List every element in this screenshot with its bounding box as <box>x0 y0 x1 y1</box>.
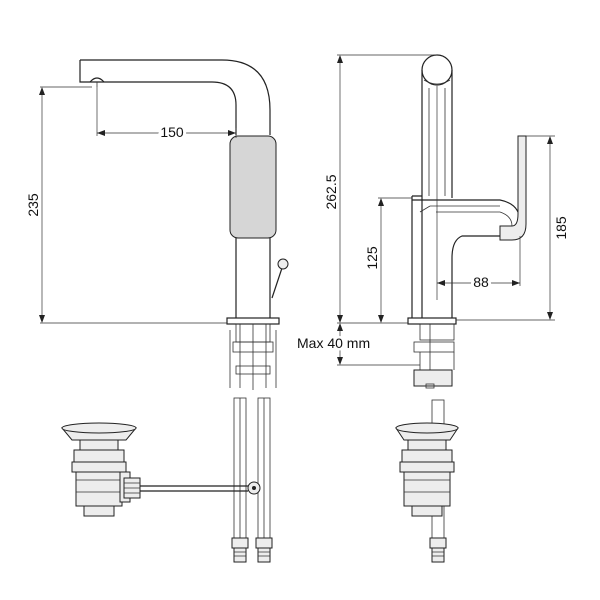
dimension-262-5: 262.5 <box>323 55 343 323</box>
aerator <box>89 77 105 83</box>
hose-fittings <box>231 537 273 563</box>
drain-left <box>60 422 141 517</box>
dimension-185-label: 185 <box>553 216 569 240</box>
side-top-cap <box>421 54 453 86</box>
dimension-150: 150 <box>97 121 236 143</box>
dimension-262-5-label: 262.5 <box>323 174 339 209</box>
front-base-plate <box>226 317 280 325</box>
dimension-150-label: 150 <box>160 124 184 140</box>
side-view <box>337 54 555 563</box>
front-spout-arm <box>79 59 271 135</box>
dimension-max-thickness-label: Max 40 mm <box>297 335 370 351</box>
side-base-plate <box>407 317 457 325</box>
dimension-235: 235 <box>25 87 45 323</box>
dimension-max-thickness: Max 40 mm <box>295 323 373 365</box>
popup-knob <box>277 258 289 270</box>
front-lever-body <box>229 135 277 239</box>
dimension-185: 185 <box>547 136 569 320</box>
dimension-125: 125 <box>364 198 384 323</box>
side-spout-body <box>411 195 521 318</box>
dimension-125-label: 125 <box>364 246 380 270</box>
side-lever <box>499 135 527 241</box>
dimension-235-label: 235 <box>25 193 41 217</box>
dimension-88: 88 <box>437 271 520 293</box>
drain-right <box>395 422 459 517</box>
dimension-88-label: 88 <box>473 274 489 290</box>
front-view <box>40 59 289 563</box>
